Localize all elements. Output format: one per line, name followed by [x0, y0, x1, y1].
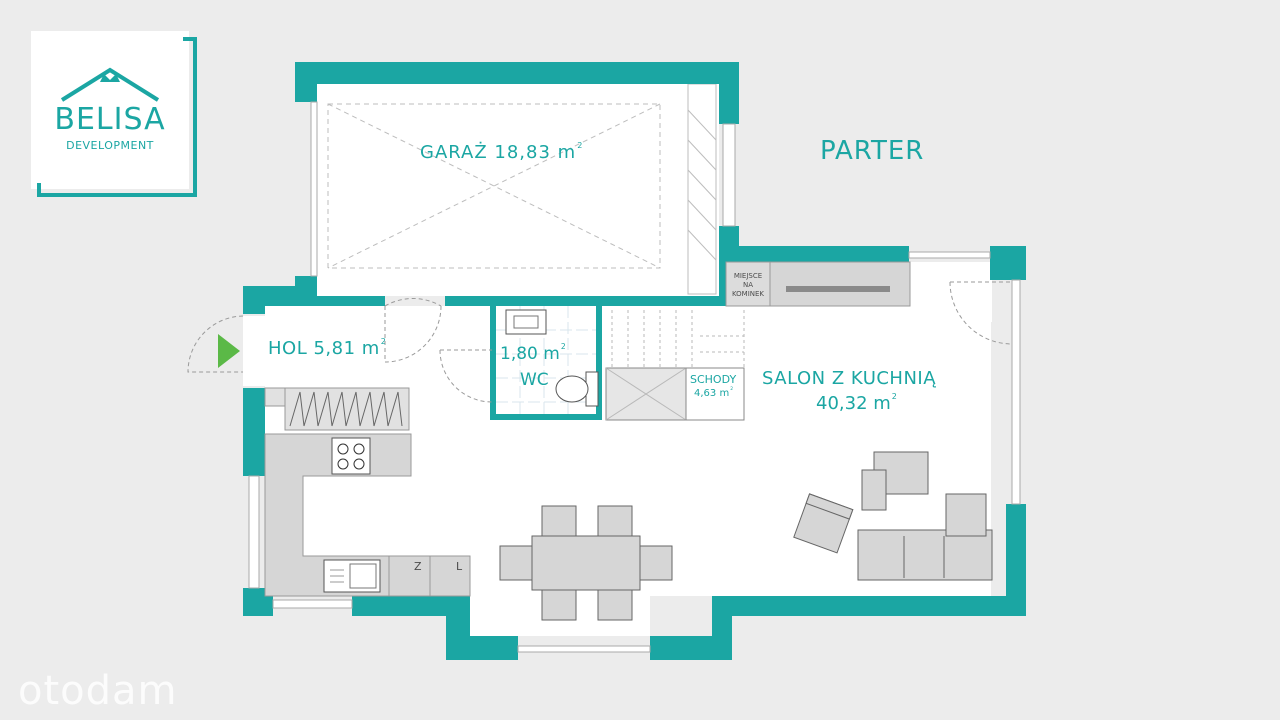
- room-label-wc: WC: [520, 370, 549, 390]
- dining-set: [499, 505, 673, 621]
- room-label-living: SALON Z KUCHNIĄ: [762, 368, 937, 389]
- brand-tagline: DEVELOPMENT: [66, 139, 154, 152]
- floor-title: PARTER: [820, 136, 925, 166]
- room-label-garage: GARAŻ 18,83 m2: [420, 140, 584, 163]
- room-label-stairs-area: 4,63 m2: [694, 387, 734, 399]
- logo-frame: [37, 37, 197, 197]
- wc-fixtures: [496, 306, 599, 414]
- room-label-living-area: 40,32 m2: [816, 391, 897, 414]
- brand-name[interactable]: BELISA: [54, 102, 166, 137]
- stairs: [605, 310, 745, 421]
- room-label-wc-area: 1,80 m2: [500, 342, 566, 364]
- stove-icon: [331, 437, 371, 475]
- fireplace-label: MIEJSCE NA KOMINEK: [731, 272, 765, 298]
- windows: [248, 101, 1021, 653]
- garage-door-outline: [327, 103, 661, 269]
- house-crown-icon: [60, 67, 160, 102]
- watermark-logo: otodam: [18, 668, 178, 714]
- toilet-icon: [555, 375, 589, 403]
- living-furniture: [793, 451, 993, 581]
- room-label-hall: HOL 5,81 m2: [268, 336, 387, 359]
- room-label-stairs: SCHODY: [690, 373, 737, 386]
- hall-wardrobe: [264, 387, 410, 431]
- entrance-arrow-icon: [218, 334, 240, 368]
- kitchen-counter: [264, 433, 471, 597]
- door-swings: [187, 281, 1013, 403]
- fridge-mark: Z: [414, 560, 422, 573]
- dishwasher-mark: L: [456, 560, 463, 573]
- logo-card: [31, 31, 189, 189]
- walls: [243, 62, 1026, 660]
- fireplace-area: [725, 261, 911, 307]
